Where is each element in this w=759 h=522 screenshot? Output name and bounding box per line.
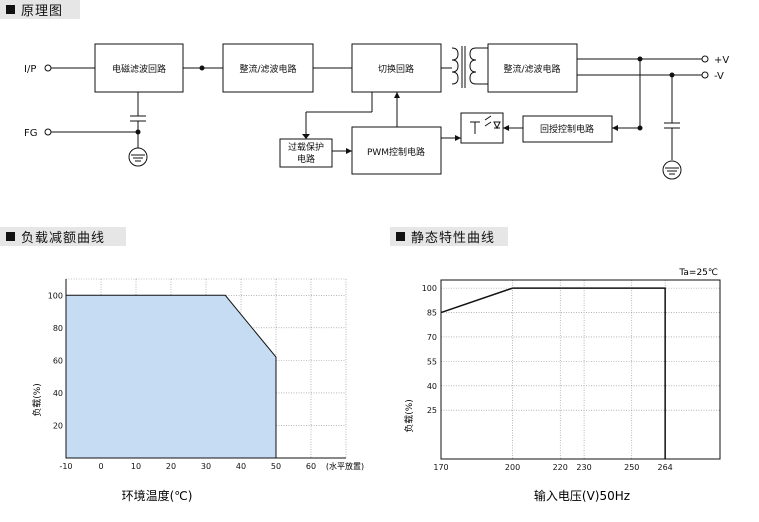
static-annotation: Ta=25℃: [678, 268, 718, 278]
block-ovp-line1: 过载保护: [288, 141, 324, 153]
static-x-tick-label: 200: [505, 463, 520, 472]
block-pwm: PWM控制电路: [367, 146, 425, 158]
block-feedback: 回授控制电路: [540, 123, 594, 135]
static-x-tick-label: 170: [433, 463, 448, 472]
derating-x-tick-label: 40: [236, 462, 246, 471]
block-rect2: 整流/滤波电路: [503, 63, 560, 75]
static-x-tick-label: 250: [624, 463, 639, 472]
output-positive-label: +V: [714, 55, 729, 66]
output-negative-label: -V: [714, 71, 724, 82]
block-rect1: 整流/滤波电路: [239, 63, 296, 75]
derating-y-tick-label: 80: [53, 324, 63, 333]
bullet-square-icon: [6, 232, 15, 241]
block-emi: 电磁滤波回路: [112, 63, 166, 75]
bullet-square-icon: [396, 232, 405, 241]
derating-x-tick-label: 10: [131, 462, 141, 471]
derating-x-tick-label: 50: [271, 462, 281, 471]
fg-label: FG: [24, 128, 38, 139]
section-title-derating: 负载减额曲线: [21, 231, 106, 246]
static-y-tick-label: 85: [427, 309, 437, 318]
section-header-schematic: 原理图: [0, 0, 80, 19]
derating-x-tick-label: 20: [166, 462, 176, 471]
static-chart-grid: [440, 279, 721, 460]
static-plot-frame: [440, 279, 721, 460]
static-y-tick-label: 40: [427, 382, 437, 391]
input-label: I/P: [24, 64, 36, 75]
static-x-tick-label: 264: [658, 463, 673, 472]
derating-x-tick-label: 30: [201, 462, 211, 471]
derating-x-tick-label: -10: [59, 462, 72, 471]
derating-y-tick-label: 40: [53, 389, 63, 398]
static-line: [440, 287, 666, 459]
section-title-schematic: 原理图: [21, 4, 64, 19]
derating-x-tick-label: 0: [98, 462, 103, 471]
derating-x-extra-label: (水平放置): [326, 461, 364, 471]
derating-area: [65, 294, 277, 459]
section-header-static: 静态特性曲线: [390, 227, 508, 246]
derating-chart-ticks: -10 0 10 20 30 40 50 60 20 40 60 80 100: [48, 291, 316, 471]
static-y-label: 负载(%): [403, 399, 415, 433]
static-y-tick-label: 100: [422, 284, 437, 293]
derating-chart-grid: [65, 278, 347, 459]
block-switch: 切换回路: [378, 63, 414, 75]
section-title-static: 静态特性曲线: [411, 231, 496, 246]
static-x-tick-label: 230: [576, 463, 591, 472]
static-x-label: 输入电压(V)50Hz: [534, 488, 630, 503]
static-chart-ticks: 170 200 220 230 250 264 25 40 55 70 85 100: [422, 284, 673, 472]
derating-x-tick-label: 60: [306, 462, 316, 471]
bullet-square-icon: [6, 5, 15, 14]
static-y-tick-label: 70: [427, 333, 437, 342]
block-ovp-line2: 电路: [297, 153, 315, 165]
static-x-tick-label: 220: [553, 463, 568, 472]
static-y-tick-label: 55: [427, 357, 437, 366]
section-header-derating: 负载减额曲线: [0, 227, 126, 246]
derating-y-tick-label: 20: [53, 421, 63, 430]
static-y-tick-label: 25: [427, 406, 437, 415]
derating-y-tick-label: 60: [53, 356, 63, 365]
derating-y-tick-label: 100: [48, 291, 63, 300]
derating-y-label: 负载(%): [31, 383, 43, 417]
derating-x-label: 环境温度(℃): [122, 488, 193, 503]
